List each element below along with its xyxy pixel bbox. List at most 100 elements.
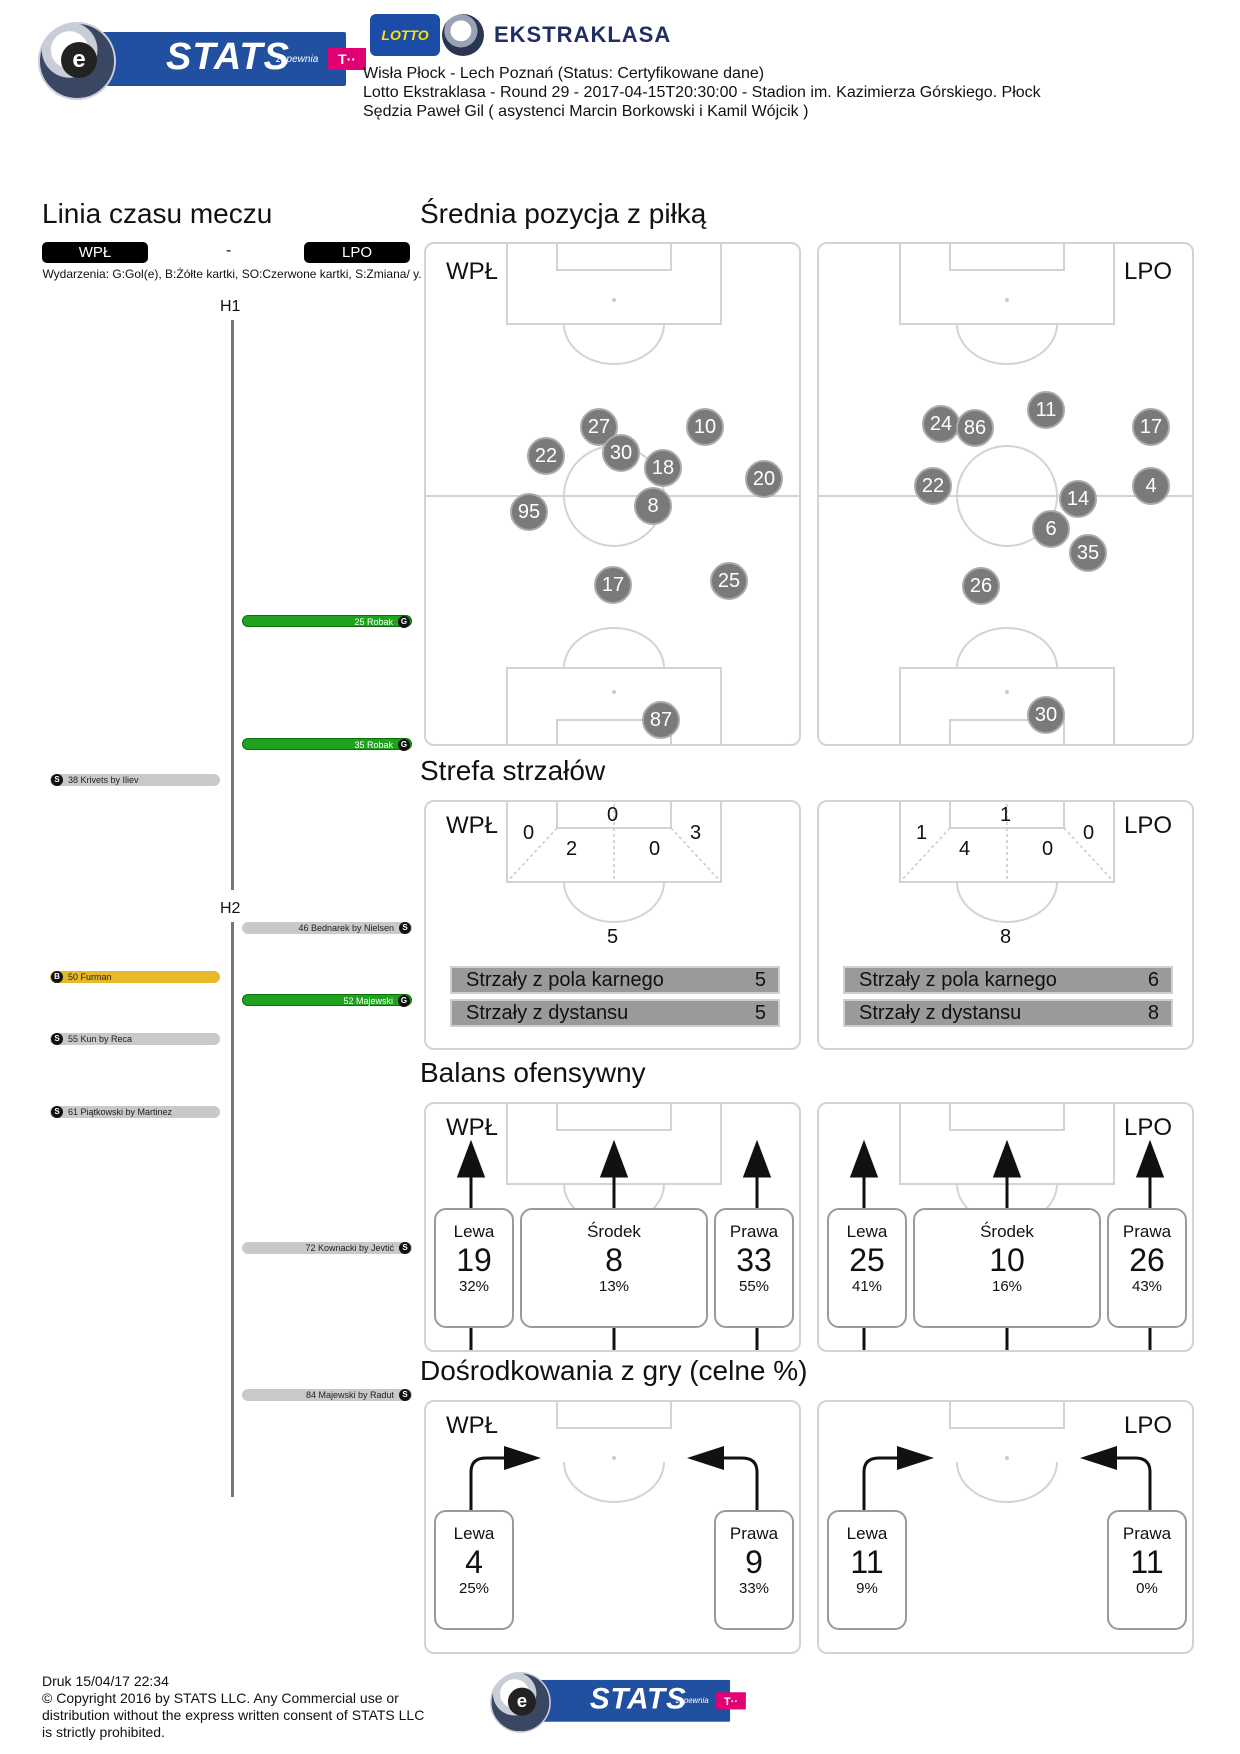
- player-marker: 22: [527, 437, 565, 475]
- zone-name: Prawa: [1122, 1222, 1172, 1241]
- stats-banner: [86, 32, 346, 86]
- ekstraklasa-logo: EKSTRAKLASA: [494, 22, 672, 47]
- player-marker: 95: [510, 493, 548, 531]
- zone-percent: 0%: [1136, 1580, 1158, 1597]
- player-marker: 18: [644, 449, 682, 487]
- zone-value: 10: [989, 1242, 1025, 1278]
- home-team-label: WPŁ: [446, 1114, 499, 1141]
- shots-distance-value: 8: [1147, 1002, 1159, 1024]
- player-marker: 4: [1132, 467, 1170, 505]
- home-team-label: WPŁ: [446, 812, 499, 839]
- player-marker: 24: [922, 405, 960, 443]
- match-title: Wisła Płock - Lech Poznań (Status: Certy…: [363, 65, 765, 82]
- half-1-label: H1: [220, 298, 241, 315]
- ekstraklasa-ball-icon: e: [490, 1672, 551, 1733]
- stats-sub: zapewnia: [675, 1696, 709, 1706]
- shot-zone-left-in: 2: [566, 838, 578, 860]
- event-text: 35 Robak: [354, 740, 393, 750]
- event-type-badge: S: [51, 1106, 63, 1118]
- shots-box-value: 6: [1147, 969, 1159, 991]
- event-text: 84 Majewski by Radut: [305, 1390, 394, 1400]
- event-type-badge: S: [51, 774, 63, 786]
- event-type-badge: S: [399, 1242, 411, 1254]
- zone-name: Prawa: [729, 1524, 779, 1543]
- event-type-badge: S: [51, 1033, 63, 1045]
- print-date: Druk 15/04/17 22:34: [42, 1673, 169, 1689]
- timeline-legend: Wydarzenia: G:Gol(e), B:Żółte kartki, SO…: [42, 267, 422, 281]
- event-type-badge: B: [51, 971, 63, 983]
- player-marker: 6: [1032, 510, 1070, 548]
- event-text: 55 Kun by Reca: [68, 1034, 133, 1044]
- zone-name: Środek: [587, 1222, 641, 1241]
- away-team-label: LPO: [1123, 812, 1172, 839]
- shot-zone-right-in: 0: [1042, 838, 1054, 860]
- event-text: 50 Furman: [68, 972, 112, 982]
- zone-percent: 55%: [738, 1278, 770, 1295]
- shot-zone-top: 0: [607, 804, 619, 826]
- zone-name: Lewa: [846, 1524, 888, 1543]
- event-text: 72 Kownacki by Jevtić: [305, 1243, 394, 1253]
- event-text: 38 Krivets by Iliev: [68, 775, 139, 785]
- event-text: 46 Bednarek by Nielsen: [298, 923, 394, 933]
- zone-value: 33: [736, 1242, 772, 1278]
- zone-percent: 41%: [851, 1278, 883, 1295]
- lotto-logo: LOTTO: [370, 14, 440, 56]
- ekstraklasa-ball-icon: [442, 14, 484, 56]
- event-text: 25 Robak: [354, 617, 393, 627]
- shot-total: 5: [607, 926, 619, 948]
- home-avg-position-pitch: WPŁ 27 10 22 30 18 20 95 8 17 25 87: [424, 242, 801, 746]
- shots-box-bar: Strzały z pola karnego 6: [843, 966, 1173, 994]
- zone-percent: 25%: [458, 1580, 490, 1597]
- shots-box-label: Strzały z pola karnego: [859, 969, 1057, 991]
- away-team-label: LPO: [1123, 1412, 1172, 1439]
- player-marker: 17: [594, 566, 632, 604]
- zone-percent: 16%: [991, 1278, 1023, 1295]
- timeline-event: S 38 Krivets by Iliev: [50, 774, 220, 786]
- zone-percent: 13%: [598, 1278, 630, 1295]
- shot-zones-title: Strefa strzałów: [420, 755, 606, 786]
- timeline-second-half-line: [231, 922, 234, 1497]
- shot-zone-top: 1: [1000, 804, 1012, 826]
- shot-total: 8: [1000, 926, 1012, 948]
- away-team-label: LPO: [1123, 1114, 1172, 1141]
- home-team-label: WPŁ: [446, 258, 499, 285]
- match-info: Lotto Ekstraklasa - Round 29 - 2017-04-1…: [363, 84, 1041, 101]
- copyright-line: is strictly prohibited.: [42, 1724, 165, 1740]
- zone-percent: 9%: [856, 1580, 878, 1597]
- crosses-title: Dośrodkowania z gry (celne %): [420, 1355, 808, 1386]
- timeline-event: S 72 Kownacki by Jevtić: [242, 1242, 412, 1254]
- attack-balance-title: Balans ofensywny: [420, 1057, 646, 1088]
- player-marker: 11: [1027, 391, 1065, 429]
- event-type-badge: G: [398, 995, 410, 1007]
- zone-percent: 32%: [458, 1278, 490, 1295]
- timeline-title: Linia czasu meczu: [42, 198, 273, 229]
- referee-info: Sędzia Paweł Gil ( asystenci Marcin Bork…: [363, 103, 809, 120]
- stats-sub: zapewnia: [276, 54, 319, 65]
- shots-box-value: 5: [754, 969, 766, 991]
- footer-text: Druk 15/04/17 22:34 © Copyright 2016 by …: [42, 1673, 424, 1741]
- zone-name: Prawa: [729, 1222, 779, 1241]
- footer-stats-logo: e STATS zapewnia T··: [490, 1672, 746, 1733]
- shot-zone-left-in: 4: [959, 838, 971, 860]
- player-marker: 30: [602, 434, 640, 472]
- zone-name: Lewa: [846, 1222, 888, 1241]
- avg-position-title: Średnia pozycja z piłką: [420, 198, 707, 229]
- player-marker: 8: [634, 487, 672, 525]
- shot-zone-right-in: 0: [649, 838, 661, 860]
- player-marker: 20: [745, 460, 783, 498]
- shots-distance-label: Strzały z dystansu: [466, 1002, 629, 1024]
